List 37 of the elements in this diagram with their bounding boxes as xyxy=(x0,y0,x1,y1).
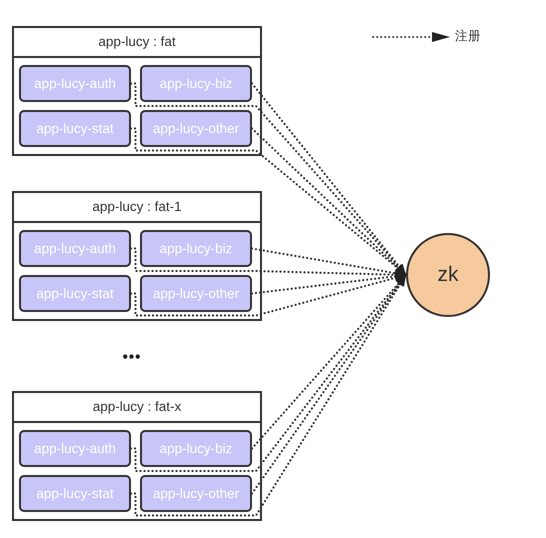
service-box xyxy=(19,275,131,312)
dotted-arrow xyxy=(250,247,408,278)
service-box xyxy=(19,475,131,512)
service-box xyxy=(19,230,131,267)
group-box xyxy=(12,26,262,156)
service-box xyxy=(140,430,252,467)
service-name: app-lucy-auth xyxy=(34,241,116,256)
service-name: app-lucy-biz xyxy=(160,76,232,91)
group-box xyxy=(12,191,262,321)
dotted-arrow xyxy=(250,127,408,276)
legend-label: 注册 xyxy=(455,28,481,45)
group-title: app-lucy : fat xyxy=(14,28,260,58)
service-name: app-lucy-stat xyxy=(36,121,114,136)
service-name: app-lucy-stat xyxy=(36,486,114,501)
service-box xyxy=(140,65,252,102)
service-name: app-lucy-other xyxy=(152,286,240,301)
dotted-arrow xyxy=(250,272,408,295)
service-box xyxy=(19,430,131,467)
service-box xyxy=(19,110,131,147)
service-name: app-lucy-other xyxy=(152,486,240,501)
ellipsis-label: ••• xyxy=(122,348,142,366)
dotted-arrow xyxy=(130,127,408,276)
service-box xyxy=(140,230,252,267)
group-box xyxy=(12,391,262,521)
service-box xyxy=(140,110,252,147)
service-name: app-lucy-other xyxy=(152,121,240,136)
service-box xyxy=(19,65,131,102)
group-title: app-lucy : fat-1 xyxy=(14,193,260,223)
node-label: zk xyxy=(438,263,458,287)
service-name: app-lucy-biz xyxy=(160,441,232,456)
service-name: app-lucy-stat xyxy=(36,286,114,301)
service-box xyxy=(140,475,252,512)
service-name: app-lucy-auth xyxy=(34,441,116,456)
service-name: app-lucy-auth xyxy=(34,76,116,91)
service-name: app-lucy-biz xyxy=(160,241,232,256)
service-box xyxy=(140,275,252,312)
group-title: app-lucy : fat-x xyxy=(14,393,260,423)
